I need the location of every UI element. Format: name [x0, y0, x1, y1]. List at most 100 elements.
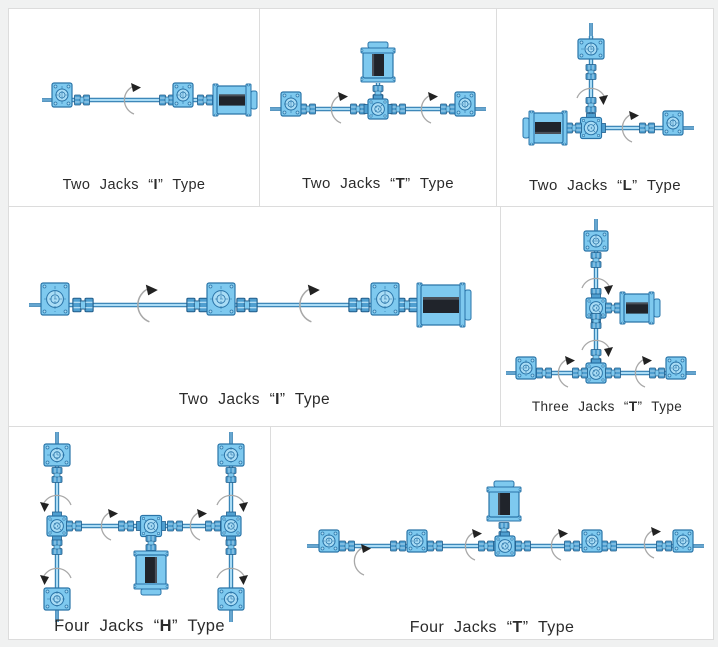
motor	[416, 282, 472, 328]
rotation-arrow	[581, 277, 613, 295]
coupling	[390, 540, 406, 552]
coupling	[605, 302, 621, 314]
jack	[454, 91, 476, 117]
gearbox	[490, 531, 520, 557]
coupling	[236, 297, 258, 313]
jack	[280, 91, 302, 117]
coupling	[564, 540, 580, 552]
diagram-two-jacks-l	[522, 23, 694, 146]
rotation-arrow	[557, 356, 575, 388]
gearbox	[363, 94, 393, 120]
rotation-arrow	[40, 494, 72, 512]
rotation-arrow	[40, 567, 72, 585]
coupling	[566, 122, 582, 134]
caption-text: ” Type	[157, 177, 206, 193]
gearbox	[576, 113, 606, 140]
rotation-arrow	[137, 284, 158, 323]
rotation-arrow	[464, 529, 482, 561]
caption-letter: I	[153, 177, 158, 193]
coupling	[51, 467, 63, 483]
jack	[40, 282, 70, 316]
jack	[577, 38, 605, 60]
caption-letter: L	[622, 177, 633, 194]
rotation-arrow	[123, 83, 141, 115]
coupling	[585, 64, 597, 80]
jack	[662, 110, 684, 136]
coupling	[536, 367, 552, 379]
rotation-arrow	[330, 92, 348, 124]
motor	[212, 83, 258, 117]
jack	[43, 443, 71, 467]
caption-text: Four Jacks “	[409, 619, 513, 636]
coupling	[339, 540, 355, 552]
coupling	[225, 539, 237, 555]
rotation-arrow	[621, 111, 639, 143]
panel-two-jacks-t: Two Jacks “T” Type	[259, 8, 497, 207]
caption-text: Two Jacks “	[62, 177, 154, 193]
panel-two-jacks-i-small: Two Jacks “I” Type	[8, 8, 260, 207]
diagram-two-jacks-t	[270, 41, 486, 124]
motor	[486, 480, 522, 522]
jack	[43, 587, 71, 611]
panel-three-jacks-t: Three Jacks “T” Type	[500, 206, 714, 427]
coupling	[118, 520, 134, 532]
caption-text: ” Type	[405, 175, 454, 192]
caption-letter: T	[395, 175, 406, 192]
panel-caption: Two Jacks “L” Type	[497, 177, 713, 194]
panel-two-jacks-i-large: Two Jacks “I” Type	[8, 206, 501, 427]
coupling	[639, 122, 655, 134]
coupling	[585, 97, 597, 113]
coupling	[186, 297, 208, 313]
rotation-arrow	[100, 509, 118, 541]
coupling	[167, 520, 183, 532]
panel-four-jacks-t: Four Jacks “T” Type	[270, 426, 714, 640]
jack	[672, 529, 694, 553]
coupling	[72, 297, 94, 313]
jack	[583, 230, 609, 252]
motor	[360, 41, 396, 83]
panel-caption: Two Jacks “I” Type	[9, 177, 259, 193]
coupling	[590, 252, 602, 268]
rotation-arrow	[643, 527, 661, 559]
caption-text: ” Type	[637, 399, 683, 414]
caption-text: ” Type	[632, 177, 681, 194]
caption-text: Two Jacks “	[302, 175, 396, 192]
coupling	[440, 103, 456, 115]
caption-text: Two Jacks “	[178, 391, 276, 408]
coupling	[145, 535, 157, 551]
coupling	[478, 540, 494, 552]
rotation-arrow	[576, 87, 608, 105]
jack	[51, 82, 73, 108]
coupling	[348, 297, 370, 313]
panel-caption: Two Jacks “T” Type	[260, 175, 496, 192]
coupling	[572, 367, 588, 379]
diagram-three-jacks-t	[506, 219, 696, 388]
panel-caption: Three Jacks “T” Type	[501, 399, 713, 414]
jack	[172, 82, 194, 108]
caption-text: Two Jacks “	[529, 177, 623, 194]
diagram-two-jacks-i-small	[42, 82, 258, 117]
panel-four-jacks-h: Four Jacks “H” Type	[8, 426, 271, 640]
jack	[581, 529, 603, 553]
jack	[370, 282, 400, 316]
jack	[406, 529, 428, 553]
coupling	[159, 94, 175, 106]
coupling	[350, 103, 366, 115]
coupling	[601, 540, 617, 552]
gearbox	[46, 511, 72, 541]
coupling	[649, 367, 665, 379]
coupling	[51, 539, 63, 555]
rotation-arrow	[353, 544, 371, 576]
motor	[133, 550, 169, 596]
jack	[217, 587, 245, 611]
diagram-two-jacks-i-large	[29, 282, 472, 328]
caption-text: ” Type	[171, 617, 225, 635]
caption-letter: H	[159, 617, 172, 635]
coupling	[396, 297, 418, 313]
caption-letter: T	[628, 399, 638, 414]
rotation-arrow	[216, 567, 248, 585]
coupling	[656, 540, 672, 552]
coupling	[205, 520, 221, 532]
coupling	[605, 367, 621, 379]
